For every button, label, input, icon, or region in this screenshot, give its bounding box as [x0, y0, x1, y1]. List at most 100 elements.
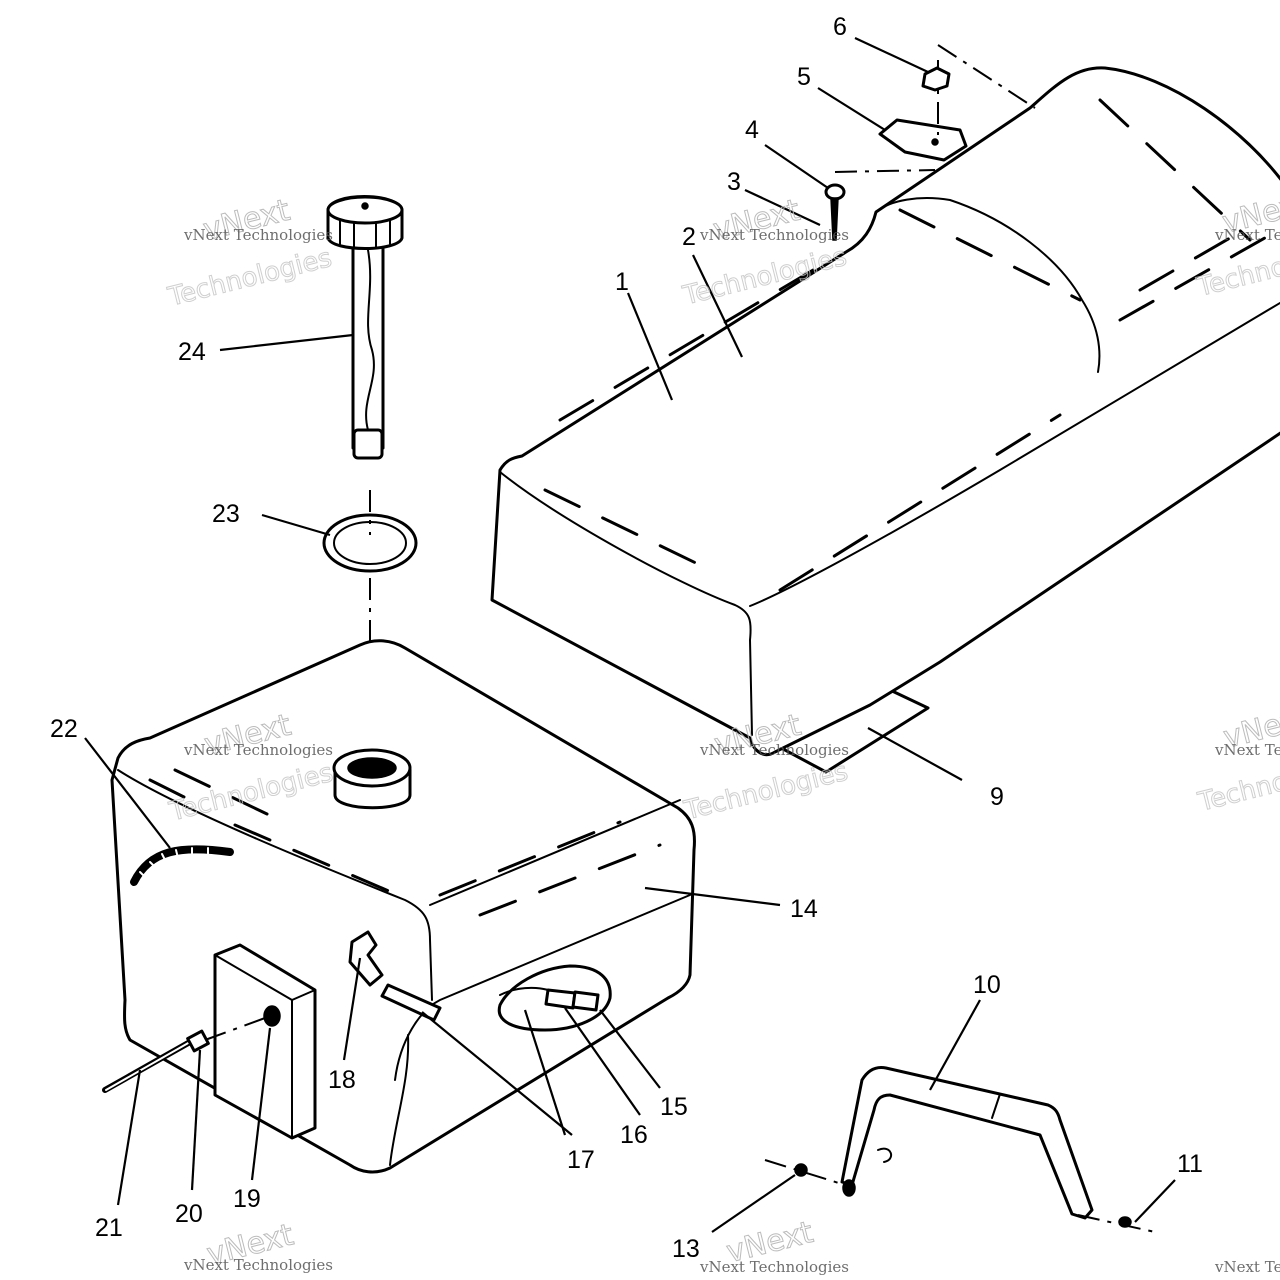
assembly-line-nut-11 — [1077, 1214, 1156, 1233]
watermark-company: vNext Technologies — [699, 741, 849, 759]
seat-seam-dash-4 — [898, 208, 1082, 302]
seat-seam-dash-6 — [1118, 233, 1272, 322]
fuel-line-21-core — [105, 1041, 191, 1091]
callout-6: 6 — [833, 13, 847, 41]
leader-21 — [116, 1069, 142, 1206]
nut-6 — [921, 66, 951, 92]
leader-4 — [764, 144, 829, 189]
leader-23 — [261, 513, 331, 537]
callout-22: 22 — [50, 715, 78, 743]
watermark-company: vNext Technologies — [183, 741, 333, 759]
fuel-cap-top — [326, 195, 404, 225]
leader-13 — [711, 1174, 796, 1233]
fuel-cap-vent — [361, 202, 369, 210]
hose-17 — [380, 983, 442, 1022]
assembly-line-seat-top — [937, 44, 1036, 109]
grab-bar-body — [840, 1066, 1094, 1220]
bracket-hole — [931, 138, 939, 146]
leader-6 — [854, 37, 929, 73]
mounting-plate-edge — [214, 954, 316, 1139]
elbow-fitting-18 — [348, 930, 384, 987]
grab-bar-hook — [877, 1147, 893, 1163]
seat-seam-dash-1 — [543, 488, 702, 567]
seat-seam-dash-7 — [1138, 236, 1232, 292]
leader-1 — [626, 292, 674, 401]
leader-2 — [692, 254, 743, 358]
leader-24 — [219, 333, 354, 352]
seat-rear-seam — [875, 197, 1101, 373]
leader-19 — [250, 1027, 272, 1181]
mounting-plate — [213, 943, 317, 1140]
seat-seam-dash-2 — [558, 258, 832, 422]
leader-10 — [929, 999, 981, 1091]
tank-seam-dash-2 — [233, 823, 407, 900]
leader-22 — [84, 737, 171, 849]
vent-hose-ribs — [139, 847, 209, 879]
watermark-company: vNext Technologies — [183, 226, 333, 244]
watermark-word: Technologies — [165, 243, 335, 313]
leader-9 — [867, 727, 963, 781]
leader-16 — [564, 1007, 641, 1116]
fuel-tank-lower-ridge-2 — [389, 1034, 410, 1166]
screw-3 — [830, 197, 839, 241]
leader-17a — [523, 1009, 567, 1136]
leader-17b — [421, 1011, 573, 1136]
clamp-20 — [186, 1029, 210, 1053]
callout-21: 21 — [95, 1214, 123, 1242]
grab-bar-fastener — [842, 1179, 856, 1197]
assembly-line-fitting — [204, 1017, 266, 1041]
callout-16: 16 — [620, 1121, 648, 1149]
tank-seam-dash-5 — [173, 768, 292, 827]
callout-19: 19 — [233, 1185, 261, 1213]
gauge-wire — [365, 249, 375, 431]
watermark-company: vNext Technologies — [1214, 1258, 1280, 1276]
leader-15 — [599, 1009, 661, 1089]
watermark-word: Technologies — [681, 757, 851, 827]
callout-labels: 1 2 3 4 5 6 9 10 11 13 14 15 16 17 18 19… — [50, 13, 1203, 1263]
leader-3 — [744, 189, 821, 226]
callout-15: 15 — [660, 1093, 688, 1121]
callout-3: 3 — [727, 168, 741, 196]
leader-lines — [84, 37, 1176, 1233]
callout-2: 2 — [682, 223, 696, 251]
callout-17: 17 — [567, 1146, 595, 1174]
leader-14 — [644, 886, 781, 907]
tank-seam-dash-4 — [478, 843, 662, 917]
seat-assembly — [490, 44, 1280, 774]
callout-24: 24 — [178, 338, 206, 366]
seat-side-edge — [749, 301, 1280, 607]
callout-20: 20 — [175, 1200, 203, 1228]
watermark-company: vNext Technologies — [1214, 741, 1280, 759]
seat-front-edge — [499, 471, 753, 736]
fitting-19 — [263, 1005, 281, 1027]
grab-bar-band — [991, 1093, 1001, 1119]
leader-20 — [190, 1049, 202, 1191]
fuel-tank-top-edge — [117, 769, 433, 1001]
washer-4 — [824, 183, 846, 201]
seat-body — [490, 66, 1280, 757]
seat-seam-dash-5 — [1098, 98, 1252, 242]
grab-bar — [764, 1066, 1156, 1233]
tank-seam-dash-3 — [438, 820, 622, 897]
fuel-tank-side-edge — [429, 799, 681, 906]
watermark-a: vNext Technologies — [164, 192, 335, 313]
watermark-company: vNext Technologies — [699, 1258, 849, 1276]
callout-13: 13 — [672, 1235, 700, 1263]
callout-18: 18 — [328, 1066, 356, 1094]
leader-18 — [342, 957, 362, 1061]
callout-23: 23 — [212, 500, 240, 528]
callout-1: 1 — [615, 268, 629, 296]
watermark-company: vNext Technologies — [699, 226, 849, 244]
watermark-company: vNext Technologies — [183, 1256, 333, 1274]
gauge-float — [352, 428, 384, 460]
gauge-tube — [351, 243, 385, 450]
callout-14: 14 — [790, 895, 818, 923]
leader-5 — [817, 87, 886, 131]
fuel-cap-gauge — [326, 195, 404, 460]
leader-11 — [1134, 1179, 1176, 1223]
fuel-tank — [102, 639, 696, 1174]
callout-5: 5 — [797, 63, 811, 91]
seat-seam-dash-3 — [778, 413, 1062, 592]
latch-bracket — [878, 118, 968, 162]
